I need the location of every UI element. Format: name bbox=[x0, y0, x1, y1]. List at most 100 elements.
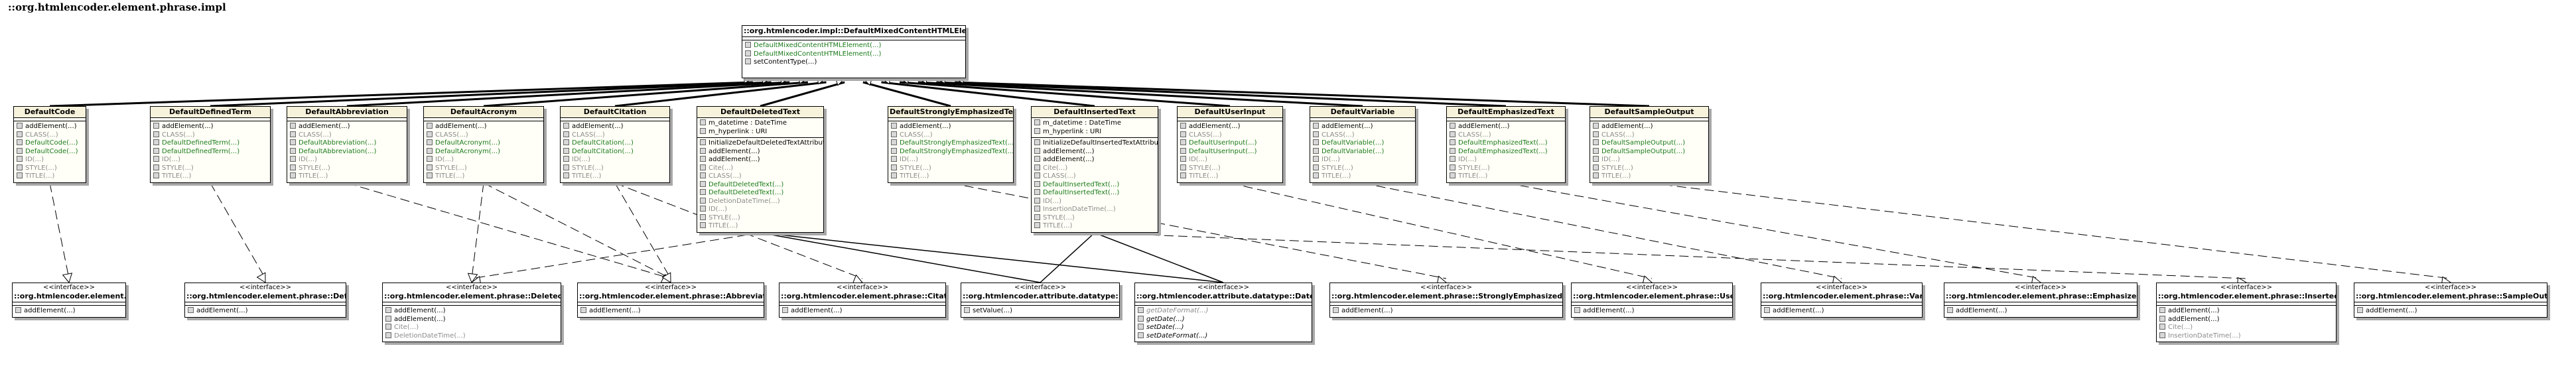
attributes-compartment bbox=[1761, 302, 1922, 306]
interface-box-citation[interactable]: <<interface>>::org.htmlencoder.element.p… bbox=[779, 283, 946, 318]
interface-box-abbreviation[interactable]: <<interface>>::org.htmlencoder.element.p… bbox=[577, 283, 764, 318]
generalization-line bbox=[862, 81, 951, 107]
operation-row: addElement(...) bbox=[2159, 315, 2333, 324]
interface-box-variable[interactable]: <<interface>>::org.htmlencoder.element.p… bbox=[1761, 283, 1923, 318]
interface-box-sampleoutput[interactable]: <<interface>>::org.htmlencoder.element.p… bbox=[2354, 283, 2547, 318]
operation-row: ID(...) bbox=[700, 206, 821, 214]
class-name: DefaultCitation bbox=[583, 107, 647, 116]
interface-name: ::org.htmlencoder.element.phrase::UserIn… bbox=[1573, 292, 1733, 300]
visibility-marker bbox=[17, 147, 23, 154]
operation-row: ID(...) bbox=[153, 156, 267, 164]
interface-name: ::org.htmlencoder.element.phrase::Define… bbox=[186, 292, 346, 300]
operation-row: DefaultInsertedText(...) bbox=[1034, 180, 1155, 190]
operations-compartment: addElement(...) bbox=[1572, 306, 1732, 317]
interface-header: <<interface>>::org.htmlencoder.element.p… bbox=[1572, 283, 1732, 302]
realization-line bbox=[950, 182, 1447, 279]
operations-compartment: addElement(...)CLASS(...)DefaultDefinedT… bbox=[151, 121, 270, 182]
interface-box-deletedtext[interactable]: <<interface>>::org.htmlencoder.element.p… bbox=[382, 283, 561, 342]
association-line bbox=[760, 232, 1224, 283]
visibility-marker bbox=[1138, 307, 1144, 313]
stereotype-label: <<interface>> bbox=[1420, 284, 1473, 291]
attributes-compartment bbox=[1447, 118, 1565, 121]
operations-compartment: addElement(...)CLASS(...)DefaultAcronym(… bbox=[424, 121, 543, 182]
base-class-box[interactable]: ::org.htmlencoder.impl::DefaultMixedCont… bbox=[742, 25, 966, 78]
operations-compartment: addElement(...) bbox=[1330, 306, 1562, 317]
operations-compartment: addElement(...) bbox=[1761, 306, 1922, 317]
operation-row: STYLE(...) bbox=[1180, 164, 1280, 173]
realization-line bbox=[1229, 182, 1653, 279]
attributes-compartment bbox=[1590, 118, 1708, 121]
visibility-marker bbox=[1034, 147, 1040, 154]
base-op-row: DefaultMixedContentHTMLElement(...) bbox=[745, 42, 963, 50]
interface-name: ::org.htmlencoder.element.phrase::Abbrev… bbox=[579, 292, 764, 300]
visibility-marker bbox=[1313, 156, 1319, 162]
class-name: DefaultStronglyEmphasizedText bbox=[890, 107, 1014, 116]
visibility-marker bbox=[891, 164, 897, 170]
operations-compartment: addElement(...) bbox=[2354, 306, 2547, 317]
operation-row: STYLE(...) bbox=[17, 164, 83, 173]
interface-name: ::org.htmlencoder.element.phrase::Code bbox=[14, 292, 125, 300]
visibility-marker bbox=[2159, 324, 2165, 330]
interface-name: ::org.htmlencoder.element.phrase::Insert… bbox=[2158, 292, 2336, 300]
operation-row: ID(...) bbox=[290, 156, 404, 164]
operation-row: addElement(...) bbox=[188, 307, 343, 316]
operation-row: addElement(...) bbox=[580, 307, 761, 316]
interface-header: <<interface>>::org.htmlencoder.element.p… bbox=[780, 283, 945, 302]
interface-box-userinput[interactable]: <<interface>>::org.htmlencoder.element.p… bbox=[1571, 283, 1733, 318]
attribute-row: m_hyperlink : URI bbox=[700, 127, 821, 137]
operation-row: STYLE(...) bbox=[700, 214, 821, 223]
realization-line bbox=[1649, 182, 2451, 279]
operation-row: DefaultStronglyEmphasizedText(...) bbox=[891, 147, 1013, 157]
class-name: DefaultUserInput bbox=[1194, 107, 1266, 116]
visibility-marker bbox=[1180, 123, 1186, 129]
visibility-marker bbox=[153, 164, 159, 170]
visibility-marker bbox=[290, 164, 296, 170]
visibility-marker bbox=[17, 123, 23, 129]
interface-box-definedterm[interactable]: <<interface>>::org.htmlencoder.element.p… bbox=[184, 283, 346, 318]
interface-box-code[interactable]: <<interface>>::org.htmlencoder.element.p… bbox=[12, 283, 126, 318]
class-header: DefaultVariable bbox=[1310, 107, 1415, 118]
operation-row: DefaultAbbreviation(...) bbox=[290, 139, 404, 148]
operations-compartment: addElement(...)CLASS(...)DefaultCitation… bbox=[561, 121, 669, 182]
visibility-marker bbox=[1313, 172, 1319, 178]
operation-row: addElement(...) bbox=[782, 307, 943, 316]
interface-box-datetime[interactable]: <<interface>>::org.htmlencoder.attribute… bbox=[1134, 283, 1312, 342]
interface-box-stronglyemphasizedtext[interactable]: <<interface>>::org.htmlencoder.element.p… bbox=[1329, 283, 1563, 318]
attributes-compartment bbox=[578, 302, 764, 306]
interface-box-uri[interactable]: <<interface>>::org.htmlencoder.attribute… bbox=[961, 283, 1120, 318]
attributes-compartment bbox=[287, 118, 407, 121]
operation-row: InsertionDateTime(...) bbox=[2159, 332, 2333, 341]
class-box-defaultcitation[interactable]: DefaultCitation addElement(...)CLASS(...)… bbox=[560, 106, 670, 183]
operation-row: ID(...) bbox=[563, 156, 667, 164]
interface-header: <<interface>>::org.htmlencoder.element.p… bbox=[1761, 283, 1922, 302]
operation-row: ID(...) bbox=[1450, 156, 1562, 164]
interface-box-emphasizedtext[interactable]: <<interface>>::org.htmlencoder.element.p… bbox=[1944, 283, 2137, 318]
operation-row: DefaultAcronym(...) bbox=[427, 139, 541, 148]
interface-box-insertedtext[interactable]: <<interface>>::org.htmlencoder.element.p… bbox=[2156, 283, 2337, 342]
class-header: DefaultDeletedText bbox=[697, 107, 823, 118]
stereotype-label: <<interface>> bbox=[1014, 284, 1067, 291]
operation-row: STYLE(...) bbox=[1313, 164, 1412, 173]
visibility-marker bbox=[1593, 147, 1599, 154]
class-header: DefaultSampleOutput bbox=[1590, 107, 1708, 118]
operation-row: addElement(...) bbox=[1034, 156, 1155, 164]
visibility-marker bbox=[153, 156, 159, 162]
visibility-marker bbox=[1574, 307, 1580, 313]
operation-row: getDateFormat(...) bbox=[1138, 307, 1309, 316]
visibility-marker bbox=[1034, 197, 1040, 204]
association-line bbox=[1040, 232, 1095, 283]
realization-line bbox=[210, 182, 266, 279]
visibility-marker bbox=[1593, 123, 1599, 129]
operation-row: Cite(...) bbox=[385, 324, 558, 332]
